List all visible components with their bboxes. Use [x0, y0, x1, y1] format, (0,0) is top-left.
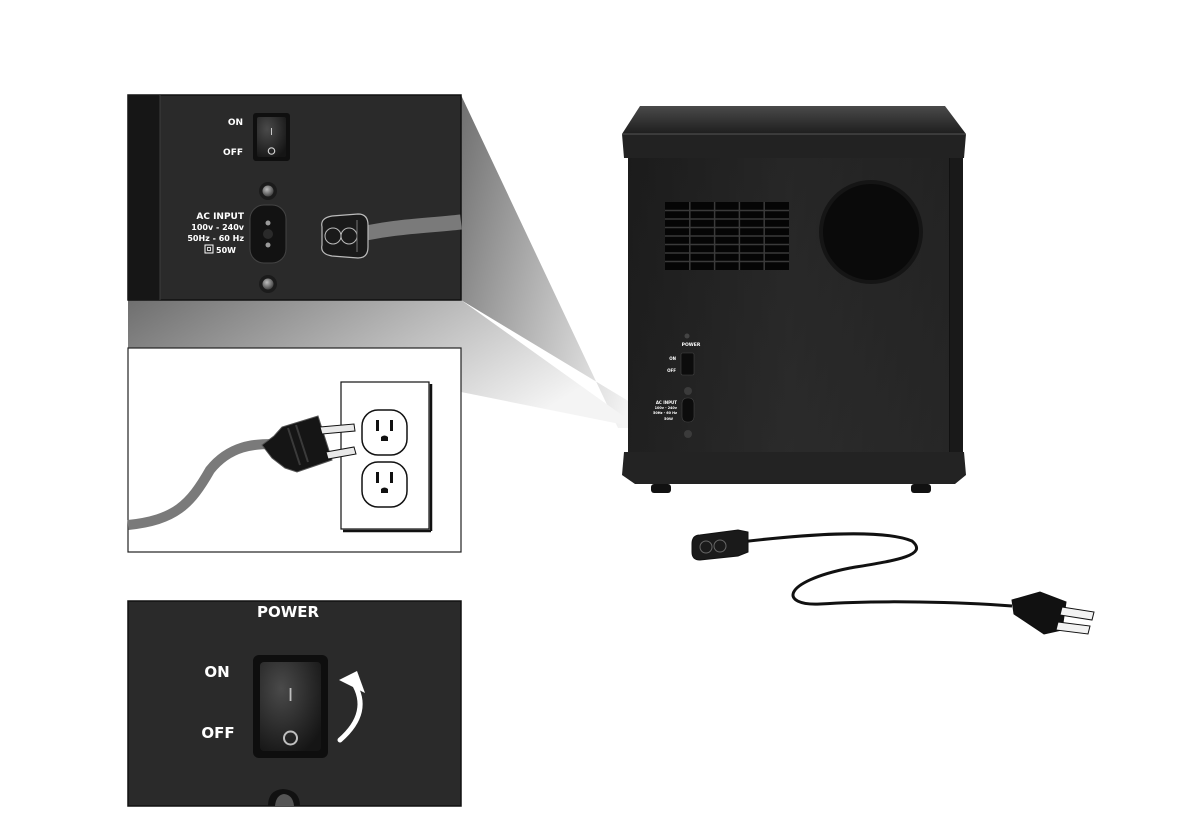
- wall-outlet-panel: [128, 348, 461, 552]
- iec-plug-icon: [322, 214, 368, 258]
- subwoofer-unit: POWER ON OFF AC INPUT 100v - 240v 50Hz -…: [622, 106, 966, 493]
- rear-panel-zoom: ON OFF I AC INPUT 100v - 240v 50Hz - 60 …: [128, 95, 461, 300]
- unit-power-rating-label: 50W: [664, 417, 673, 421]
- iec-socket[interactable]: [250, 205, 286, 263]
- switch-off-label: OFF: [201, 724, 234, 742]
- rocker-switch-large[interactable]: I: [253, 655, 328, 758]
- rocker-switch[interactable]: I: [253, 113, 290, 161]
- socket-pin-icon: [266, 221, 271, 226]
- power-switch-zoom: POWER ON OFF I: [128, 601, 461, 806]
- bass-port: [819, 180, 923, 284]
- frequency-label: 50Hz - 60 Hz: [187, 234, 244, 243]
- outlet-receptacle-top: [362, 410, 407, 455]
- switch-on-label: ON: [204, 663, 229, 681]
- unit-off-label: OFF: [667, 368, 676, 373]
- iec-connector-icon: [692, 530, 748, 560]
- ac-input-label: AC INPUT: [196, 212, 244, 222]
- switch-on-glyph: I: [288, 685, 293, 706]
- power-title: POWER: [257, 603, 320, 621]
- unit-power-label: POWER: [682, 342, 701, 348]
- vent-grille: [665, 202, 789, 270]
- outlet-receptacle-bottom[interactable]: [362, 462, 407, 507]
- screw-bottom-icon: [259, 275, 277, 293]
- socket-pin-icon: [266, 243, 271, 248]
- switch-on-label: ON: [228, 118, 243, 128]
- wall-plug-connector-icon: [1012, 592, 1094, 634]
- unit-on-label: ON: [669, 356, 676, 361]
- power-cord: [692, 530, 1094, 634]
- unit-voltage-label: 100v - 240v: [655, 406, 678, 410]
- switch-off-label: OFF: [223, 148, 243, 158]
- screw-top-icon: [259, 182, 277, 200]
- switch-on-glyph: I: [270, 127, 273, 138]
- voltage-label: 100v - 240v: [191, 223, 245, 232]
- unit-ac-input-label: AC INPUT: [656, 400, 677, 405]
- unit-rocker-switch[interactable]: [681, 353, 694, 375]
- unit-iec-socket[interactable]: [682, 398, 694, 422]
- power-rating-label: 50W: [216, 246, 236, 255]
- unit-frequency-label: 50Hz - 60 Hz: [653, 411, 677, 415]
